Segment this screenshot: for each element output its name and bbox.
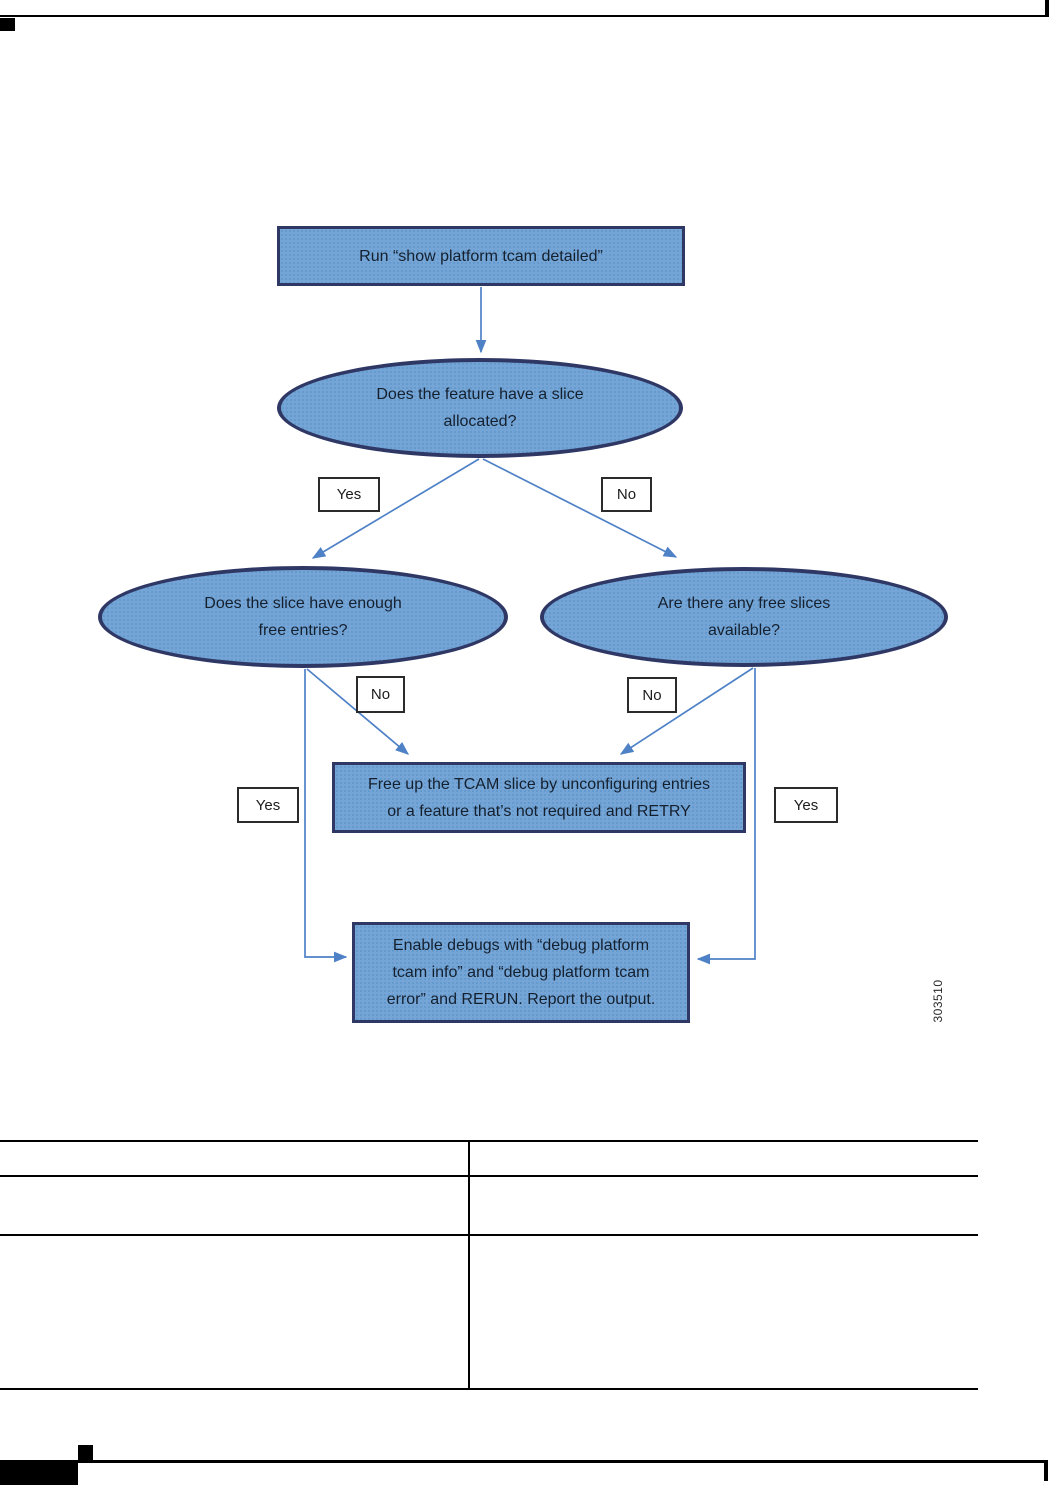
label-yes-entries: Yes xyxy=(237,787,299,823)
table-cell xyxy=(0,1141,470,1177)
top-left-crop-square xyxy=(0,18,15,31)
decision-enough-entries-line1: Does the slice have enough xyxy=(204,595,402,612)
decision-slice-allocated-line2: allocated? xyxy=(443,413,517,430)
label-no-slices-text: No xyxy=(642,686,662,704)
start-node: Run “show platform tcam detailed” xyxy=(277,226,685,286)
process-free-up-line1: Free up the TCAM slice by unconfiguring … xyxy=(367,775,711,793)
table-cell xyxy=(0,1176,470,1236)
table-cell xyxy=(0,1235,470,1389)
process-free-up-line2: or a feature that’s not required and RET… xyxy=(387,802,691,820)
top-right-crop-tick xyxy=(1045,0,1049,17)
label-yes-slices: Yes xyxy=(774,787,838,823)
table-row xyxy=(0,1235,978,1389)
start-node-label: Run “show platform tcam detailed” xyxy=(359,247,603,265)
figure-number-text: 303510 xyxy=(931,979,945,1023)
comparison-table xyxy=(0,1140,978,1390)
decision-free-slices-line1: Are there any free slices xyxy=(657,595,831,612)
decision-enough-entries: Does the slice have enough free entries? xyxy=(98,566,508,668)
bottom-crop-tick xyxy=(78,1445,93,1461)
process-enable-debugs-line3: error” and RERUN. Report the output. xyxy=(386,991,656,1008)
process-enable-debugs-line2: tcam info” and “debug platform tcam xyxy=(392,964,650,981)
bottom-left-crop-block xyxy=(0,1462,78,1485)
bottom-right-crop-tick xyxy=(1044,1461,1048,1481)
label-no-slices: No xyxy=(627,677,677,713)
process-free-up: Free up the TCAM slice by unconfiguring … xyxy=(332,762,746,833)
label-no-entries-text: No xyxy=(370,686,391,703)
decision-free-slices-line2: available? xyxy=(707,622,781,639)
label-no-entries: No xyxy=(356,676,405,713)
process-enable-debugs: Enable debugs with “debug platform tcam … xyxy=(352,922,690,1023)
table-cell xyxy=(469,1141,978,1177)
top-rule-line xyxy=(0,15,1049,17)
decision-free-slices: Are there any free slices available? xyxy=(540,567,948,667)
decision-enough-entries-line2: free entries? xyxy=(258,622,348,639)
decision-slice-allocated-line1: Does the feature have a slice xyxy=(376,386,584,403)
table-row xyxy=(0,1141,978,1177)
label-yes-slices-text: Yes xyxy=(793,796,819,814)
bottom-rule-line xyxy=(0,1460,1048,1463)
decision-slice-allocated: Does the feature have a slice allocated? xyxy=(277,358,683,458)
process-enable-debugs-line1: Enable debugs with “debug platform xyxy=(392,937,650,954)
label-no-allocated: No xyxy=(601,477,652,512)
label-no-allocated-text: No xyxy=(616,486,637,503)
figure-number: 303510 xyxy=(931,971,945,1031)
table-cell xyxy=(469,1176,978,1236)
label-yes-allocated: Yes xyxy=(318,477,380,512)
table-row xyxy=(0,1176,978,1236)
label-yes-allocated-text: Yes xyxy=(336,486,362,503)
label-yes-entries-text: Yes xyxy=(255,796,281,814)
table-cell xyxy=(469,1235,978,1389)
